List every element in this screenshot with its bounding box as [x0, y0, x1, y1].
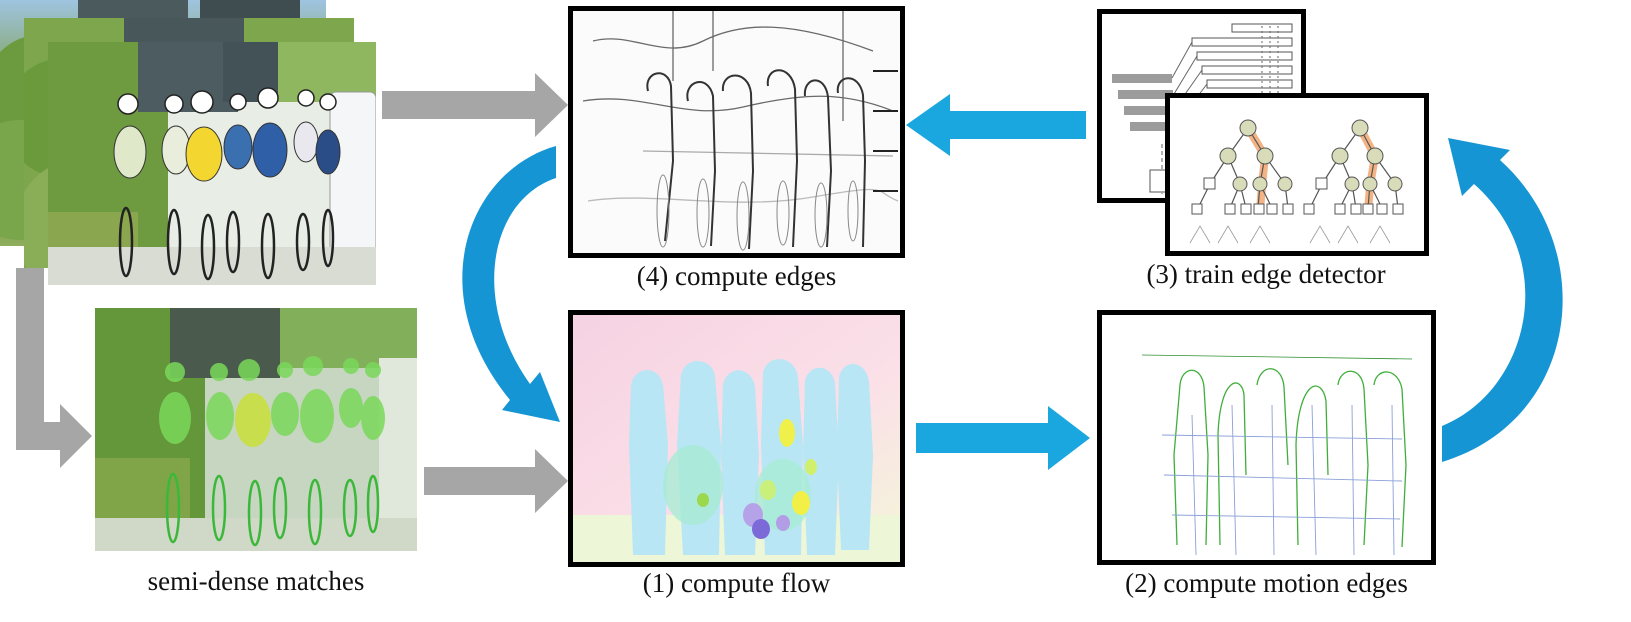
gray-arrow-right-top [382, 73, 568, 137]
blue-curved-arrow-left [462, 146, 560, 422]
cycling-photo-green-matches [95, 308, 417, 551]
edges-panel [568, 6, 905, 258]
caption-semi-dense-matches: semi-dense matches [147, 566, 365, 596]
edge-map [573, 11, 900, 253]
train-panel-front [1165, 93, 1429, 256]
gray-arrow-l-shape [16, 268, 92, 468]
flow-panel [568, 310, 905, 567]
matches-image [95, 308, 417, 551]
caption-compute-flow: (1) compute flow [642, 568, 831, 598]
optical-flow-visualization [573, 315, 900, 562]
random-forest-trees [1170, 98, 1424, 251]
blue-arrow-left [906, 94, 1086, 156]
motion-edge-map [1102, 315, 1431, 560]
video-frame-front [48, 42, 376, 285]
cycling-photo-front [48, 42, 376, 285]
gray-arrow-right-bottom [424, 449, 568, 513]
caption-compute-motion-edges: (2) compute motion edges [1125, 568, 1408, 598]
blue-curved-arrow-right [1442, 138, 1563, 462]
blue-arrow-right [916, 406, 1090, 470]
caption-train-edge-detector: (3) train edge detector [1146, 259, 1386, 289]
motion-edges-panel [1097, 310, 1436, 565]
caption-compute-edges: (4) compute edges [636, 261, 837, 291]
